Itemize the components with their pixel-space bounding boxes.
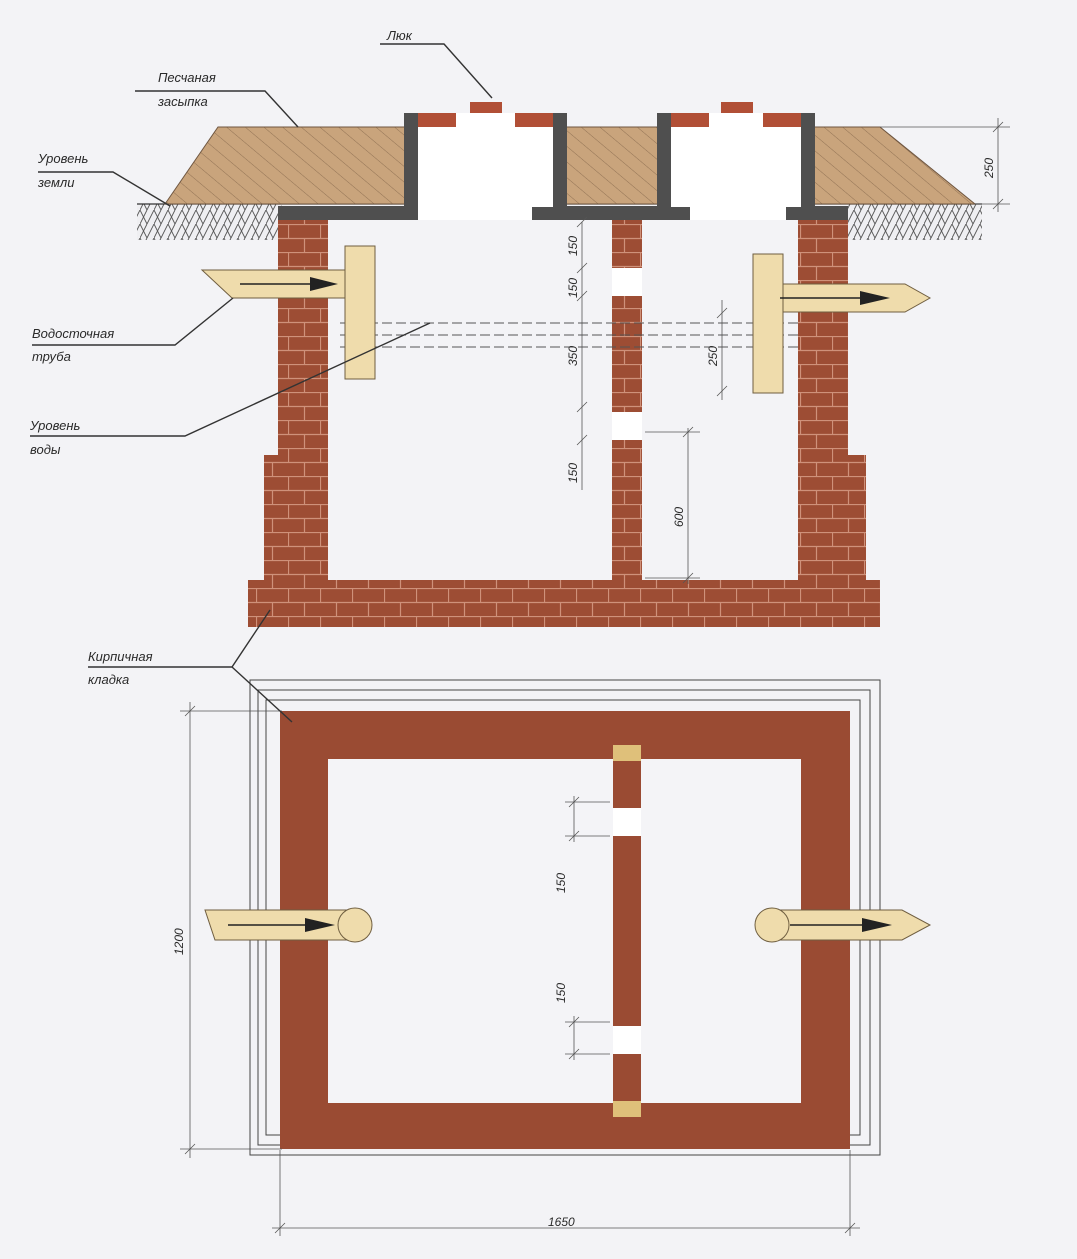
dim-plan-width: 1200: [172, 928, 186, 955]
plan-outlet-pipe: [754, 907, 932, 943]
partition-opening-bottom: [612, 412, 642, 440]
shaft-left: [404, 102, 567, 207]
plan-interior: [328, 759, 801, 1103]
svg-text:Водосточная: Водосточная: [32, 326, 114, 341]
dim-gap-lower: 150: [566, 463, 580, 483]
svg-text:Уровень: Уровень: [37, 151, 89, 166]
cap-right: [786, 206, 848, 220]
dim-pipe-offset: 250: [706, 346, 720, 367]
label-brickwork: Кирпичная кладка: [88, 609, 293, 723]
svg-text:кладка: кладка: [88, 672, 129, 687]
svg-text:земли: земли: [37, 175, 74, 190]
left-wall-thickening: [264, 455, 284, 585]
svg-text:Уровень: Уровень: [29, 418, 81, 433]
foundation-slab: [248, 580, 880, 627]
svg-text:засыпка: засыпка: [157, 94, 208, 109]
svg-text:труба: труба: [32, 349, 71, 364]
svg-text:Песчаная: Песчаная: [158, 70, 216, 85]
plan-dimensions: [180, 702, 860, 1236]
right-wall: [798, 218, 848, 585]
dim-water-zone: 350: [566, 346, 580, 366]
dim-plan-length: 1650: [548, 1215, 575, 1229]
svg-text:Люк: Люк: [386, 28, 413, 43]
section-dimensions: [576, 118, 1010, 584]
dim-plan-gap-lower: 150: [554, 983, 568, 1003]
cap-middle: [532, 206, 690, 220]
plan-inlet-pipe: [204, 907, 373, 943]
dim-gap-top: 150: [566, 236, 580, 256]
inlet-pipe: [200, 245, 376, 380]
shaft-right: [657, 102, 815, 207]
label-hatch: Люк: [380, 28, 493, 99]
svg-text:воды: воды: [30, 442, 61, 457]
label-sand-backfill: Песчаная засыпка: [135, 70, 299, 128]
ground-left: [137, 204, 282, 240]
cap-left: [278, 206, 438, 220]
dim-overflow-height: 600: [672, 507, 686, 527]
partition-opening-top: [612, 268, 642, 296]
label-drain-pipe: Водосточная труба: [32, 297, 234, 364]
dim-gap-upper: 150: [566, 278, 580, 298]
plan-partition: [613, 745, 641, 1117]
dim-plan-gap-upper: 150: [554, 873, 568, 893]
sand-backfill: [164, 126, 977, 205]
svg-text:Кирпичная: Кирпичная: [88, 649, 153, 664]
right-wall-thickening: [846, 455, 866, 585]
label-water-level: Уровень воды: [29, 322, 431, 457]
outlet-pipe: [752, 253, 932, 394]
dim-fill-depth: 250: [982, 158, 996, 179]
label-ground-level: Уровень земли: [37, 151, 171, 207]
ground-right: [848, 204, 982, 240]
